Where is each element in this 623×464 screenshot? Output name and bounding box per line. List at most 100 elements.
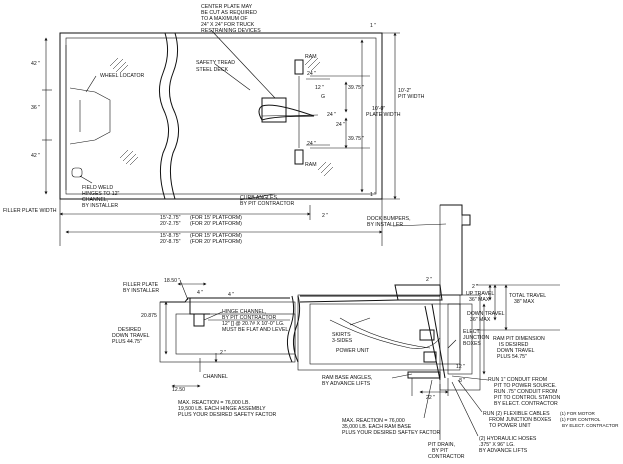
filler-plate-width: FILLER PLATE WIDTH [3,208,57,214]
run1-4: PIT TO CONTROL STATION [494,395,560,401]
pit-width-2: PIT WIDTH [398,94,425,100]
dim-1-bottom: 1 " [370,192,376,198]
ram-base-angles-1: RAM BASE ANGLES, [322,375,372,381]
dim-2-a: 2 " [220,350,226,356]
dim-42-top: 42 " [31,61,40,67]
max-reaction-b-1: MAX. REACTION = 76,000 [342,418,405,424]
run2-1: RUN (2) FLEXIBLE CABLES [483,411,550,417]
wheel-locator [69,87,111,145]
max-reaction-b-2: 35,000 LB. EACH RAM BASE [342,424,412,430]
center-plate-note-5: RESTRAINING DEVICES [201,28,261,34]
pit-width-1: 10'-2" [398,88,411,94]
dim-12-b: 12 " [456,364,465,370]
hoses-2: .375" X 96" LG. [479,442,515,448]
plan-view [42,29,400,246]
legend-motor-1: (1) FOR MOTOR [560,411,596,416]
desired-travel-3: PLUS 44.75" [112,339,142,345]
hinge-channel-3: 12" [] @ 20.7# X 10'-0" LG. [222,321,284,327]
dim-12-50: 12.50 [172,387,185,393]
up-travel-2: 36" MAX [469,297,490,303]
safety-tread-1: SAFETY TREAD [196,60,235,66]
len-15-8: 15'-8.75" [160,233,181,239]
hinge-section [159,279,301,388]
hinge-channel-4: MUST BE FLAT AND LEVEL [222,327,288,333]
hoses-1: (2) HYDRAULIC HOSES [479,436,537,442]
safety-tread-2: STEEL DECK [196,67,229,73]
pit-drain-3: CONTRACTOR [428,454,465,460]
plate-width-2: PLATE WIDTH [366,112,401,118]
dim-12: 12 " [315,85,324,91]
dim-8: 8 " [459,378,465,384]
dim-24-b: 24 " [327,112,336,118]
hinge-channel-2: BY PIT CONTRACTOR [222,315,276,321]
run1-1: RUN 1" CONDUIT FROM [488,377,547,383]
curb-angles-1: CURB ANGLES, [240,195,278,201]
center-plate-note-4: 24" X 24" FOR TRUCK [201,22,255,28]
run1-5: BY ELECT. CONTRACTOR [494,401,558,407]
power-unit-label: POWER UNIT [336,348,370,354]
max-reaction-a-2: 19,500 LB. EACH HINGE ASSEMBLY [178,406,266,412]
desired-travel-1: DESIRED [118,327,141,333]
dim-2: 2 " [322,213,328,219]
plan-labels: CENTER PLATE MAY BE CUT AS REQUIRED TO A… [3,4,425,245]
dim-24-d: 24 " [307,141,316,147]
total-travel-2: 38" MAX [514,299,535,305]
len-20-2: 20'-2.75" [160,221,181,227]
dim-39-75-a: 39.75 " [348,85,364,91]
center-plate-note-3: TO A MAXIMUM OF [201,16,248,22]
legend-motor-2: (1) FOR CONTROL [560,417,601,422]
filler-plate-1: FILLER PLATE [123,282,159,288]
dock-bumpers-2: BY INSTALLER [367,222,403,228]
ram-pit-3: DOWN TRAVEL [497,348,535,354]
skirts-2: 3-SIDES [332,338,353,344]
dim-36: 36 " [31,105,40,111]
hinge-channel-1: HINGE CHANNEL, [222,309,266,315]
run1-3: RUN .75" CONDUIT FROM [494,389,557,395]
elect-junction-1: ELECT. [463,329,481,335]
elect-junction-3: BOXES [463,341,481,347]
dim-4-a: 4 " [197,290,203,296]
run2-2: FROM JUNCTION BOXES [489,417,552,423]
filler-plate-2: BY INSTALLER [123,288,159,294]
ram-top-label: RAM [305,54,317,60]
hoses-3: BY ADVANCE LIFTS [479,448,528,454]
ram-pit-1: RAM PIT DIMENSION [493,336,545,342]
field-weld-2: HINGES TO 12" [82,191,120,197]
pit-drain-1: PIT DRAIN, [428,442,455,448]
g-mark: G [321,94,325,100]
len-20-2-note: (FOR 20' PLATFORM) [190,221,242,227]
deck-hatch-1 [109,56,334,177]
max-reaction-b-3: PLUS YOUR DESIRED SAFTEY FACTOR [342,430,441,436]
len-15-8-note: (FOR 15' PLATFORM) [190,233,242,239]
plate-width-1: 10'-0" [372,106,385,112]
wheel-locator-label: WHEEL LOCATOR [100,73,145,79]
ram-section-labels: DOCK BUMPERS, BY INSTALLER 2 " 2 " UP TR… [322,216,619,460]
skirts-1: SKIRTS [332,332,351,338]
curb-angles-2: BY PIT CONTRACTOR [240,201,294,207]
dim-1-top: 1 " [370,23,376,29]
legend-motor-3: BY ELECT. CONTRACTOR [562,423,619,428]
len-20-8: 20'-8.75" [160,239,181,245]
dim-20-875: 20.875 [141,313,157,319]
field-weld-4: BY INSTALLER [82,203,118,209]
dim-2-b: 2 " [426,277,432,283]
ram-pit-2: IS DESIRED [499,342,529,348]
down-travel-2: 36" MAX [470,317,491,323]
ram-section [297,204,560,440]
dim-24-a: 24 " [307,71,316,77]
center-plate-note-1: CENTER PLATE MAY [201,4,253,10]
field-weld-icon [71,167,83,178]
channel-mark: CHANNEL [203,374,228,380]
dim-18-50: 18.50 " [164,278,180,284]
desired-travel-2: DOWN TRAVEL [112,333,150,339]
len-15-2-note: (FOR 15' PLATFORM) [190,215,242,221]
max-reaction-a-3: PLUS YOUR DESIRED SAFETY FACTOR [178,412,277,418]
ram-pit-4: PLUS 54.75" [497,354,527,360]
center-plate-note-2: BE CUT AS REQUIRED [201,10,257,16]
dim-24-c: 24 " [336,122,345,128]
len-15-2: 15'-2.75" [160,215,181,221]
run1-2: PIT TO POWER SOURCE. [494,383,557,389]
len-20-8-note: (FOR 20' PLATFORM) [190,239,242,245]
field-weld-3: CHANNEL, [82,197,108,203]
